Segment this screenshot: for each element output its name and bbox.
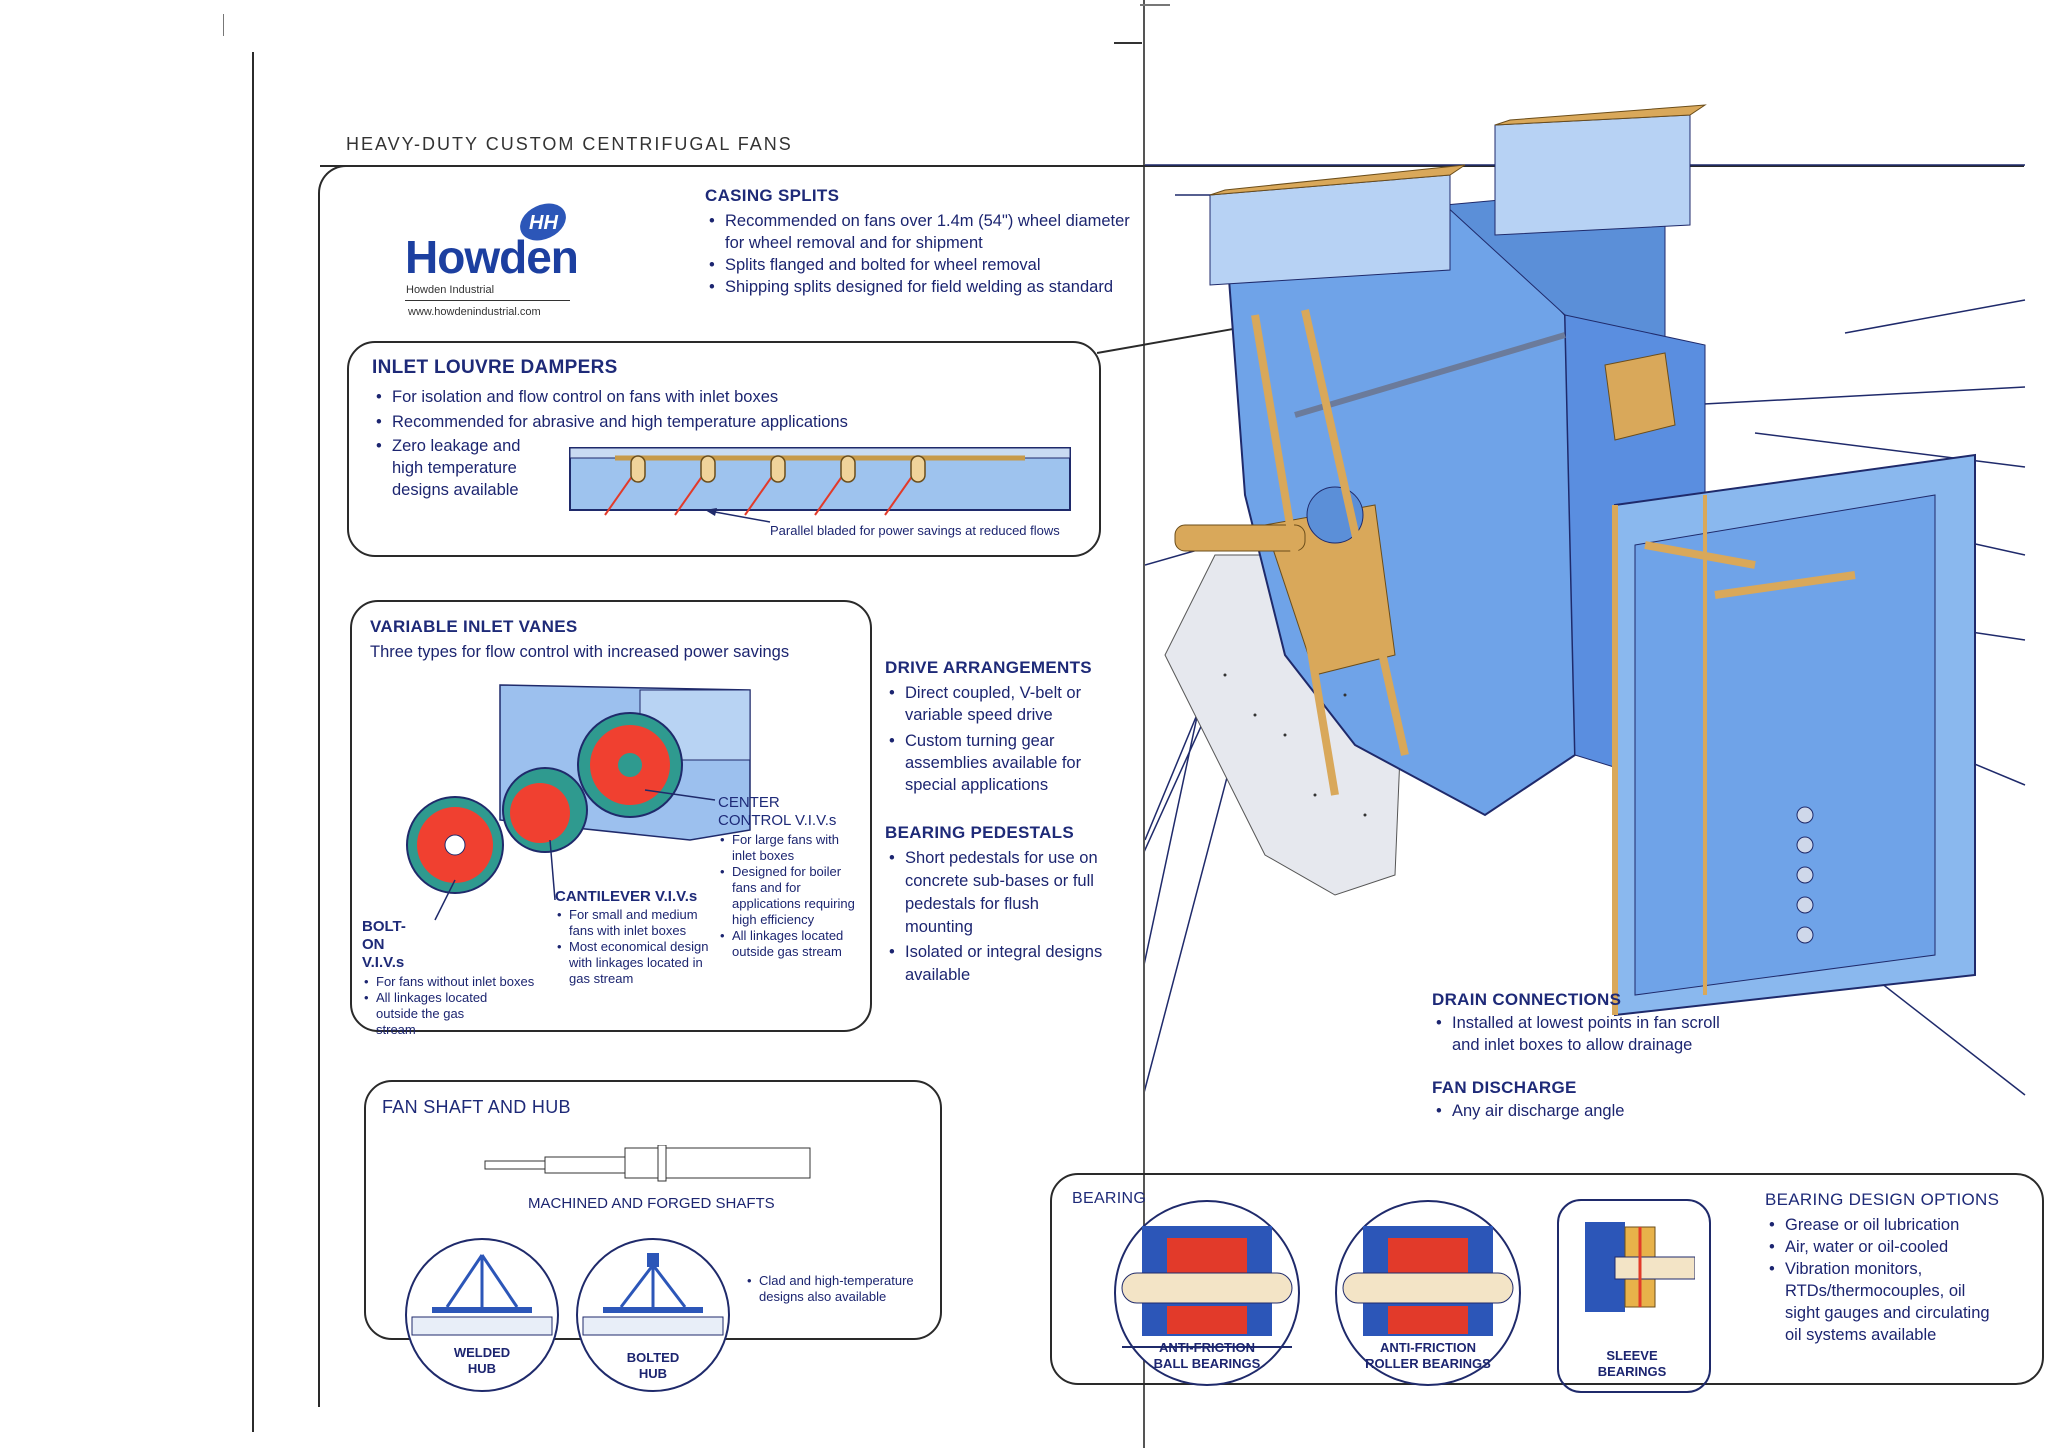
ball-bearing-diagram (1114, 1200, 1300, 1386)
main-panel (318, 165, 1220, 1407)
bearing-pedestals-title: BEARING PEDESTALS (885, 823, 1074, 842)
inlet-louvre-panel (347, 341, 1101, 557)
viv-bolt-on-item: For fans without inlet boxes (362, 974, 562, 990)
discharge-title: FAN DISCHARGE (1432, 1078, 1577, 1097)
bearings-title: BEARING (1072, 1190, 1147, 1207)
discharge-item: Any air discharge angle (1432, 1100, 1732, 1122)
scan-edge-left (252, 52, 254, 1432)
scan-edge-center (1143, 0, 1145, 1448)
welded-hub-diagram (405, 1238, 559, 1392)
scan-mark-top-center (1140, 4, 1170, 6)
drain-item: Installed at lowest points in fan scroll… (1432, 1012, 1732, 1056)
drive-section: DRIVE ARRANGEMENTS Direct coupled, V-bel… (885, 658, 1105, 796)
page-title: HEAVY-DUTY CUSTOM CENTRIFUGAL FANS (346, 134, 793, 154)
drive-item: Custom turning gear assemblies available… (885, 730, 1105, 796)
inlet-louvre-item: Zero leakage and high temperature design… (372, 435, 532, 501)
drain-title: DRAIN CONNECTIONS (1432, 990, 1622, 1009)
casing-splits-item: Shipping splits designed for field weldi… (705, 276, 1165, 298)
inlet-louvre-title: INLET LOUVRE DAMPERS (372, 357, 618, 378)
bearing-options-title: BEARING DESIGN OPTIONS (1765, 1190, 2000, 1209)
viv-subtitle: Three types for flow control with increa… (370, 643, 790, 661)
viv-panel (350, 600, 872, 1032)
bolted-hub-label: BOLTED HUB (626, 1350, 680, 1381)
viv-title: VARIABLE INLET VANES (370, 617, 578, 636)
louvre-damper-diagram (569, 447, 1071, 523)
casing-splits-item-cont: for wheel removal and for shipment (725, 234, 983, 252)
roller-bearing-label: ANTI-FRICTION ROLLER BEARINGS (1365, 1340, 1491, 1371)
logo-name: Howden (405, 231, 579, 283)
viv-bolt-on: BOLT-ON V.I.V.s For fans without inlet b… (362, 918, 562, 1038)
viv-center-title: CENTER CONTROL V.I.V.s (718, 794, 837, 829)
casing-splits-item: Splits flanged and bolted for wheel remo… (705, 254, 1165, 276)
viv-header: VARIABLE INLET VANES Three types for flo… (370, 617, 840, 663)
inlet-louvre-item: For isolation and flow control on fans w… (372, 385, 892, 410)
viv-bolt-on-item: All linkages located outside the gas str… (362, 990, 506, 1038)
viv-cantilever-item: Most economical design with linkages loc… (555, 939, 715, 987)
viv-center-item: All linkages located outside gas stream (718, 928, 858, 960)
logo-url: www.howdenindustrial.com (408, 306, 541, 318)
casing-splits-item: Recommended on fans over 1.4m (54") whee… (705, 210, 1165, 232)
bearings-panel (1050, 1173, 2044, 1385)
welded-hub-label: WELDED HUB (453, 1345, 511, 1376)
bearing-options-section: BEARING DESIGN OPTIONS Grease or oil lub… (1765, 1190, 2015, 1346)
ball-bearing-label: ANTI-FRICTION BALL BEARINGS (1153, 1340, 1261, 1371)
roller-bearing-diagram (1335, 1200, 1521, 1386)
discharge-section: FAN DISCHARGE Any air discharge angle (1432, 1078, 1732, 1122)
logo-subtitle: Howden Industrial (406, 284, 495, 296)
viv-bolt-on-title: BOLT-ON V.I.V.s (362, 918, 406, 971)
drain-section: DRAIN CONNECTIONS Installed at lowest po… (1432, 990, 1732, 1056)
inlet-louvre-section: INLET LOUVRE DAMPERS For isolation and f… (372, 357, 892, 501)
viv-illustration (406, 684, 751, 921)
louvre-caption: Parallel bladed for power savings at red… (770, 523, 1060, 538)
scan-mark-right (1114, 42, 1142, 44)
bearing-pedestals-item: Isolated or integral designs available (885, 941, 1105, 987)
bearing-option: Vibration monitors, RTDs/thermocouples, … (1765, 1258, 1995, 1346)
bearing-option: Grease or oil lubrication (1765, 1214, 2015, 1236)
shaft-diagram (484, 1145, 811, 1182)
shaft-caption: MACHINED AND FORGED SHAFTS (528, 1195, 775, 1212)
fan-shaft-note: Clad and high-temperature designs also a… (745, 1273, 935, 1305)
sleeve-bearing-label: SLEEVE BEARINGS (1597, 1348, 1667, 1379)
viv-center-item: For large fans with inlet boxes (718, 832, 858, 864)
bolted-hub-diagram (576, 1238, 730, 1392)
bearing-option: Air, water or oil-cooled (1765, 1236, 2015, 1258)
casing-splits-section: CASING SPLITS Recommended on fans over 1… (705, 186, 1165, 298)
sleeve-bearing-diagram (1585, 1222, 1695, 1312)
casing-splits-title: CASING SPLITS (705, 186, 840, 205)
fan-shaft-note-text: Clad and high-temperature designs also a… (745, 1273, 935, 1305)
bearing-pedestals-item: Short pedestals for use on concrete sub-… (885, 847, 1105, 939)
fan-shaft-title: FAN SHAFT AND HUB (382, 1097, 571, 1117)
viv-cantilever-item: For small and medium fans with inlet box… (555, 907, 715, 939)
howden-emblem-icon: HH (520, 203, 566, 241)
bearing-pedestals-section: BEARING PEDESTALS Short pedestals for us… (885, 823, 1105, 987)
viv-center: CENTER CONTROL V.I.V.s For large fans wi… (718, 794, 858, 960)
viv-cantilever: CANTILEVER V.I.V.s For small and medium … (555, 888, 715, 987)
viv-center-item: Designed for boiler fans and for applica… (718, 864, 858, 928)
sleeve-bearing-frame (1557, 1199, 1711, 1393)
fan-illustration (1145, 104, 2026, 1096)
svg-text:HH: HH (529, 212, 558, 234)
inlet-louvre-item: Recommended for abrasive and high temper… (372, 410, 892, 435)
scan-mark-top (223, 14, 224, 36)
viv-cantilever-title: CANTILEVER V.I.V.s (555, 888, 698, 905)
drive-title: DRIVE ARRANGEMENTS (885, 658, 1092, 677)
drive-item: Direct coupled, V-belt or variable speed… (885, 682, 1105, 726)
